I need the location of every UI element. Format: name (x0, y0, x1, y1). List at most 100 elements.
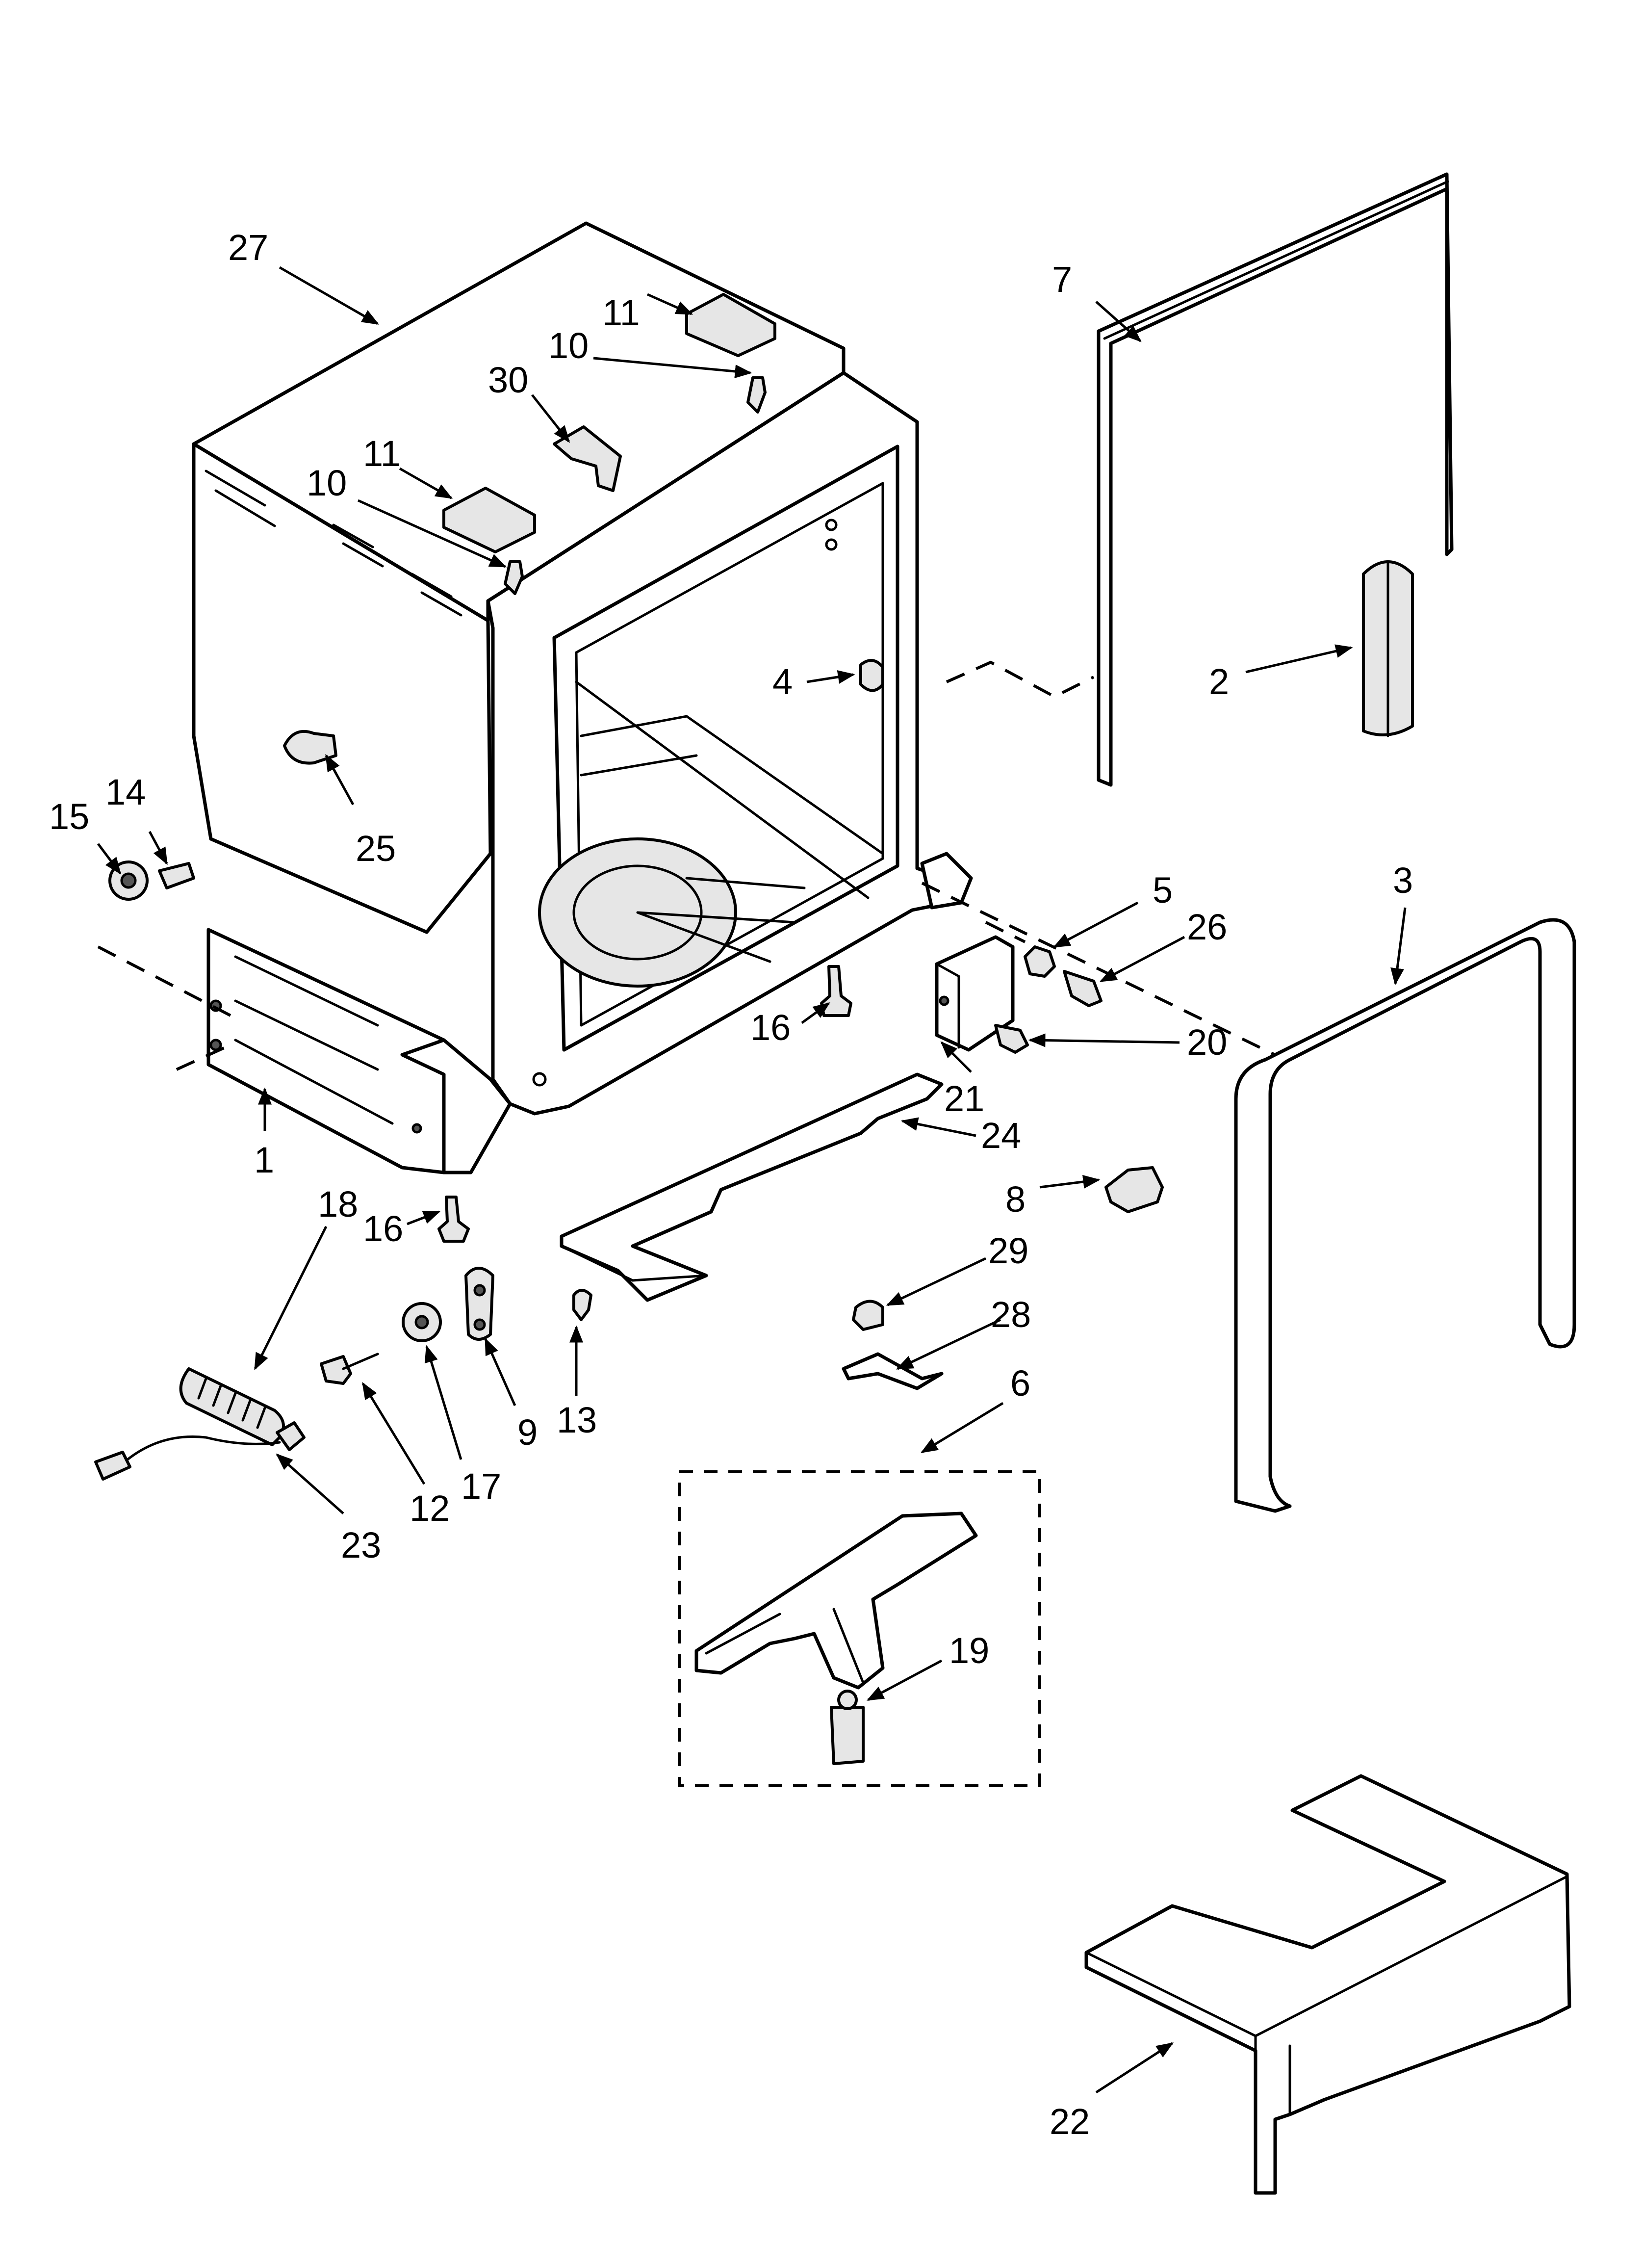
bracket-21 (935, 935, 1015, 1052)
door-gasket-7 (1097, 172, 1454, 787)
callout-2: 2 (1209, 661, 1229, 702)
leader-28 (896, 1318, 1001, 1370)
tub-side-marks (205, 469, 462, 617)
callout-7: 7 (1052, 259, 1072, 300)
pulley-17-hub (414, 1315, 429, 1330)
leader-24 (900, 1117, 976, 1137)
leader-17 (424, 1345, 462, 1460)
leader-10-right (593, 357, 752, 378)
callout-4: 4 (772, 661, 793, 702)
callout-14: 14 (105, 772, 146, 812)
bracket-21-fold (935, 963, 960, 1049)
callout-1: 1 (254, 1140, 274, 1180)
arm-assembly-6 (694, 1512, 978, 1690)
leveling-foot-16-lower (437, 1196, 470, 1243)
leader-3 (1390, 907, 1407, 986)
tub-hole (825, 538, 838, 551)
callout-17: 17 (461, 1466, 501, 1507)
tub-left-face (192, 442, 492, 934)
leader-9 (484, 1337, 516, 1407)
screw-10-right (746, 376, 767, 414)
leader-7 (1095, 301, 1142, 342)
leader-5 (1052, 901, 1139, 948)
tub-base-frame (206, 928, 446, 1174)
tub-hole (532, 1072, 547, 1087)
callout-13: 13 (557, 1400, 597, 1440)
gasket-7 (1097, 172, 1454, 787)
tub-base-bracket (400, 1038, 512, 1174)
callout-23: 23 (341, 1525, 381, 1565)
arm-assembly-6-details (705, 1608, 865, 1684)
mounting-dash-line (176, 1043, 231, 1071)
bracket-hole (939, 995, 949, 1006)
tub-interior-lines (575, 680, 884, 899)
callout-10-right: 10 (548, 325, 589, 366)
clip-30 (553, 425, 622, 492)
tub-seal-3 (1234, 918, 1576, 1513)
mounting-dash-line (946, 660, 1095, 699)
spring-18-coils (197, 1377, 266, 1429)
callout-15: 15 (49, 796, 89, 837)
screw-20 (994, 1024, 1029, 1054)
base-pan-22 (1084, 1774, 1571, 2195)
callout-11-right: 11 (602, 292, 640, 333)
callout-26: 26 (1187, 907, 1227, 947)
bolt-12-head (320, 1355, 352, 1385)
leader-30 (531, 394, 570, 443)
hinge-bracket-11-left (442, 487, 536, 553)
panel-24 (560, 1072, 944, 1302)
tub-assembly (192, 221, 973, 1174)
callout-18: 18 (318, 1184, 358, 1225)
link-9-hole (473, 1318, 486, 1331)
callout-16-lower: 16 (363, 1208, 403, 1249)
callout-27: 27 (228, 227, 268, 268)
mounting-dash-line (97, 945, 231, 1017)
cable-23-end-left (94, 1451, 131, 1481)
callout-29: 29 (988, 1230, 1028, 1271)
callout-22: 22 (1050, 2101, 1090, 2142)
callout-19: 19 (949, 1630, 989, 1671)
mounting-dash-line (985, 921, 1026, 943)
leader-12 (361, 1382, 426, 1485)
callout-5: 5 (1153, 870, 1173, 911)
tub-sump-ring (572, 864, 703, 961)
base-hole (411, 1123, 422, 1134)
callout-12: 12 (410, 1488, 450, 1529)
callout-11-left: 11 (363, 433, 401, 474)
leader-14 (148, 831, 168, 865)
bracket-28 (842, 1352, 944, 1390)
leader-8 (1039, 1175, 1101, 1189)
sensor-19-cap (837, 1690, 858, 1710)
callout-21: 21 (944, 1078, 984, 1119)
leader-lines (97, 266, 1407, 2094)
clip-13 (572, 1289, 592, 1321)
screw-14 (158, 862, 195, 889)
seal-3 (1234, 918, 1576, 1513)
assembly-6-box (678, 1470, 1041, 1787)
vent-strip-2 (1362, 560, 1414, 737)
leader-16-lower (407, 1210, 441, 1225)
bolt-12-shank (342, 1353, 379, 1370)
leader-27 (279, 266, 380, 325)
callout-6: 6 (1010, 1363, 1030, 1404)
plug-29 (852, 1300, 884, 1331)
hinge-bracket-11-right (685, 293, 776, 357)
leader-11-right (646, 293, 693, 315)
base-pan-22-body (1084, 1774, 1571, 2195)
bracket-21-body (935, 935, 1015, 1052)
leader-2 (1245, 644, 1353, 674)
leader-15 (97, 843, 122, 875)
callout-10-left: 10 (307, 463, 347, 503)
leader-11-left (399, 467, 453, 499)
callout-3: 3 (1393, 860, 1413, 901)
tub-hole (825, 519, 838, 531)
cable-23-end-right (276, 1421, 306, 1451)
screw-26 (1063, 970, 1103, 1007)
panel-24-edge (560, 1245, 708, 1282)
spring-18 (179, 1367, 285, 1446)
callout-24: 24 (981, 1115, 1021, 1156)
callout-30: 30 (488, 360, 528, 400)
cable-23-wire (126, 1435, 281, 1461)
callout-16-upper: 16 (750, 1007, 791, 1048)
leader-22 (1095, 2042, 1174, 2094)
